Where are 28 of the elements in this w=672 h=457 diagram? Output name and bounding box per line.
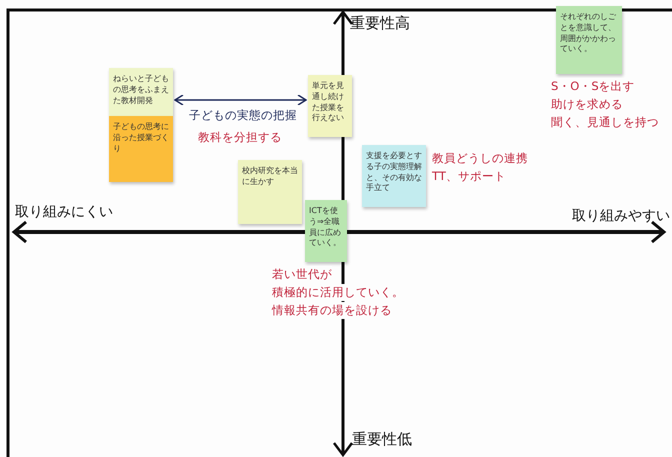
- note-text: ICTを使う⇒全職員に広めていく。: [309, 206, 342, 250]
- handwritten-comment: TT、サポート: [432, 168, 506, 185]
- note-text: 支援を必要とする子の実態理解と、その有効な手立て: [366, 151, 422, 194]
- handwritten-comment: S・O・Sを出す: [551, 78, 635, 95]
- sticky-note: [308, 75, 352, 137]
- handwritten-comment: 教科を分担する: [198, 130, 282, 145]
- handwritten-comment: 若い世代が: [272, 266, 332, 283]
- sticky-note: [109, 116, 173, 182]
- axis-label: 重要性高: [350, 14, 410, 33]
- sticky-note: [556, 6, 622, 74]
- note-text: それぞれのしごとを意識して、周囲がかかわっていく。: [560, 12, 617, 56]
- axis-label: 重要性低: [352, 430, 412, 449]
- note-text: 子どもの思考に沿った授業づくり: [113, 122, 169, 154]
- note-text: ねらいと子どもの思考をふまえた教材開発: [113, 74, 169, 106]
- double-arrow: [174, 94, 307, 106]
- sticky-note: [109, 68, 173, 116]
- sticky-note: [305, 200, 347, 262]
- handwritten-comment: 情報共有の場を設ける: [272, 302, 392, 319]
- axis-label: 取り組みにくい: [15, 203, 113, 221]
- note-text: 校内研究を本当に生かす: [242, 166, 298, 188]
- handwritten-comment: 助けを求める: [551, 96, 623, 113]
- edge-label: 子どもの実態の把握: [189, 108, 297, 123]
- note-text: 単元を見通し続けた授業を行えない: [312, 81, 345, 124]
- handwritten-comment: 教員どうしの連携: [432, 150, 528, 167]
- sticky-note: [362, 145, 426, 207]
- handwritten-comment: 聞く、見通しを持つ: [551, 114, 659, 131]
- sticky-note: [238, 160, 302, 224]
- axis-label: 取り組みやすい: [572, 207, 670, 225]
